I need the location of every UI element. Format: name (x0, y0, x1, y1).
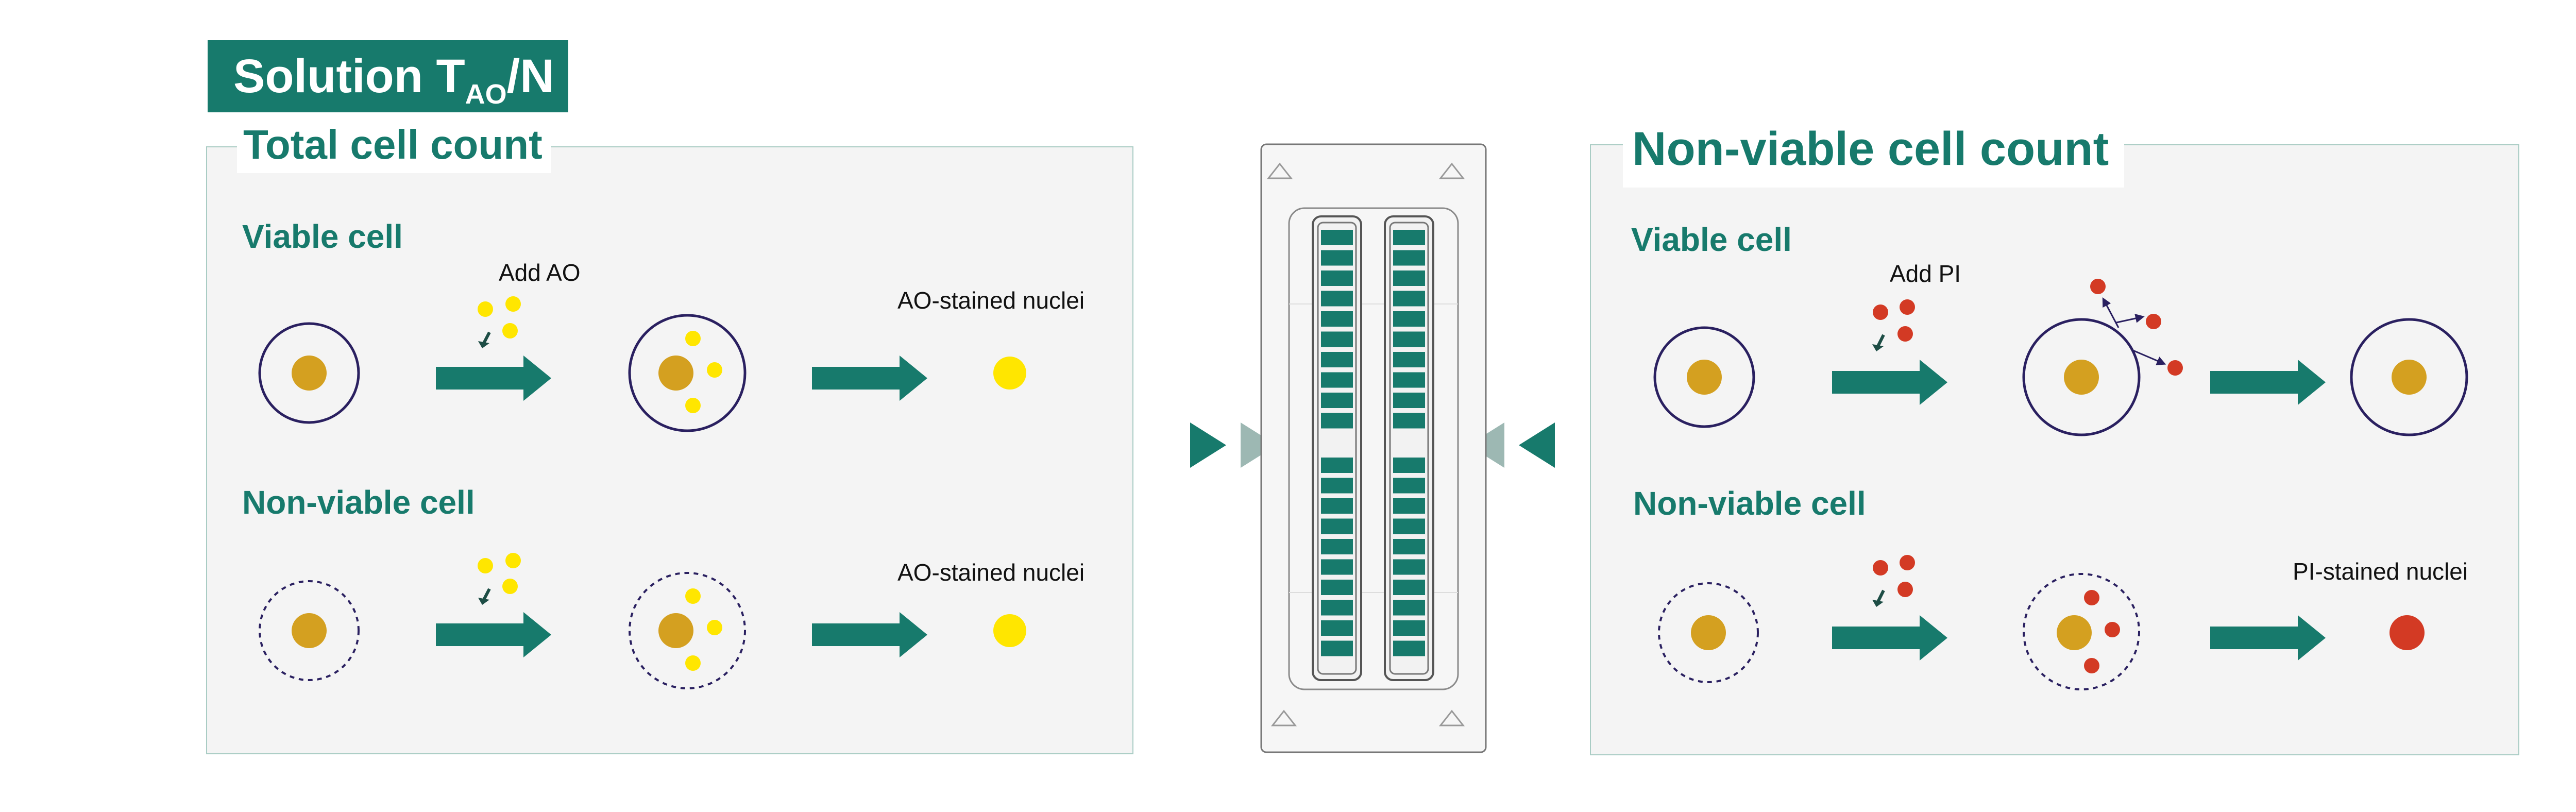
chamber-right-grid-cell (1393, 413, 1425, 429)
ao-dye-dots-top (478, 296, 521, 348)
chamber-right-grid-cell (1393, 478, 1425, 494)
right-nonviable-label: Non-viable cell (1633, 485, 1866, 522)
ao-nucleus-top (993, 357, 1026, 390)
left-viable-cell-2 (628, 314, 747, 432)
chamber-left-grid-cell (1321, 393, 1353, 408)
pointer-right-dark (1519, 422, 1555, 468)
right-nonviable-cell-1 (1658, 582, 1759, 683)
right-arrow-1-bottom (1832, 615, 1947, 661)
pi-dye-dots-top (1872, 299, 1915, 351)
chamber-left-grid-cell (1321, 372, 1353, 388)
left-viable-label: Viable cell (242, 218, 403, 255)
right-arrow-2-bottom (2210, 615, 2326, 661)
chamber-right-grid-cell (1393, 352, 1425, 367)
right-viable-cell-2 (2022, 279, 2183, 436)
chamber-right-grid-cell (1393, 331, 1425, 347)
chamber-left-grid-cell (1321, 539, 1353, 554)
chamber-left-grid-cell (1321, 458, 1353, 473)
ao-dye-dots-bottom (478, 553, 521, 605)
chamber-left-grid-cell (1321, 620, 1353, 636)
chamber-left-grid-cell (1321, 311, 1353, 327)
chamber-right-grid-cell (1393, 518, 1425, 534)
add-pi-label: Add PI (1890, 260, 1961, 287)
pointer-left-dark (1190, 422, 1226, 468)
chamber-right-grid-cell (1393, 230, 1425, 245)
chamber-right-grid-cell (1393, 291, 1425, 307)
left-nonviable-cell-1 (259, 580, 360, 681)
total-count-heading: Total cell count (237, 116, 551, 173)
pi-dye-dots-bottom (1872, 555, 1915, 607)
chamber-right-grid-cell (1393, 458, 1425, 473)
chamber-left (1312, 215, 1362, 681)
title-badge: Solution TAO/N (208, 40, 568, 112)
ao-nuclei-label-bottom: AO-stained nuclei (897, 559, 1085, 586)
right-viable-cell-3 (2350, 318, 2468, 436)
pointer-left-light (1241, 422, 1277, 468)
pi-nucleus (2389, 615, 2425, 650)
chamber-left-grid (1321, 230, 1353, 656)
chamber-right-grid-cell (1393, 498, 1425, 514)
title-main: Solution T (233, 50, 465, 103)
chamber-left-grid-cell (1321, 352, 1353, 367)
chamber-left-grid-cell (1321, 640, 1353, 656)
chamber-left-grid-cell (1321, 559, 1353, 575)
right-viable-label: Viable cell (1631, 221, 1792, 258)
left-viable-cell-1 (258, 322, 360, 424)
chamber-left-grid-cell (1321, 580, 1353, 595)
left-arrow-1-top (436, 356, 551, 401)
nonviable-count-heading: Non-viable cell count (1623, 110, 2125, 188)
chamber-left-grid-cell (1321, 230, 1353, 245)
nonviable-count-panel (1590, 144, 2519, 755)
left-arrow-2-bottom (812, 612, 927, 657)
chamber-left-grid-cell (1321, 498, 1353, 514)
chamber-right-grid-cell (1393, 580, 1425, 595)
title-suffix: /N (506, 50, 554, 103)
chamber-left-grid-cell (1321, 518, 1353, 534)
right-viable-cell-1 (1653, 326, 1755, 428)
chamber-right-grid-cell (1393, 311, 1425, 327)
chamber-right-grid-cell (1393, 393, 1425, 408)
title-subscript: AO (465, 79, 507, 110)
chamber-left-grid-cell (1321, 478, 1353, 494)
chamber-right-grid-cell (1393, 640, 1425, 656)
ao-nucleus-bottom (993, 614, 1026, 647)
chamber-left-grid-cell (1321, 270, 1353, 286)
left-nonviable-label: Non-viable cell (242, 484, 475, 521)
right-arrow-1-top (1832, 360, 1947, 405)
chamber-left-grid-cell (1321, 291, 1353, 307)
chamber-right-grid (1393, 230, 1425, 656)
add-ao-label: Add AO (499, 259, 581, 286)
left-nonviable-cell-2 (629, 572, 746, 689)
right-arrow-2-top (2210, 360, 2326, 405)
chamber-right-grid-cell (1393, 270, 1425, 286)
total-count-panel (206, 146, 1133, 754)
chamber-right-grid-cell (1393, 539, 1425, 554)
chamber-right-grid-cell (1393, 559, 1425, 575)
ao-nuclei-label-top: AO-stained nuclei (897, 287, 1085, 314)
chamber-right-grid-cell (1393, 250, 1425, 266)
chamber-left-grid-cell (1321, 331, 1353, 347)
chamber-right (1384, 215, 1434, 681)
chamber-left-grid-cell (1321, 413, 1353, 429)
chamber-left-grid-cell (1321, 250, 1353, 266)
chamber-right-grid-cell (1393, 600, 1425, 616)
chamber-left-grid-cell (1321, 600, 1353, 616)
right-nonviable-cell-2 (2023, 573, 2140, 690)
pi-nuclei-label: PI-stained nuclei (2293, 558, 2468, 585)
counting-chip (1260, 143, 1487, 753)
chamber-right-grid-cell (1393, 620, 1425, 636)
left-arrow-1-bottom (436, 612, 551, 657)
left-arrow-2-top (812, 356, 927, 401)
chamber-right-grid-cell (1393, 372, 1425, 388)
